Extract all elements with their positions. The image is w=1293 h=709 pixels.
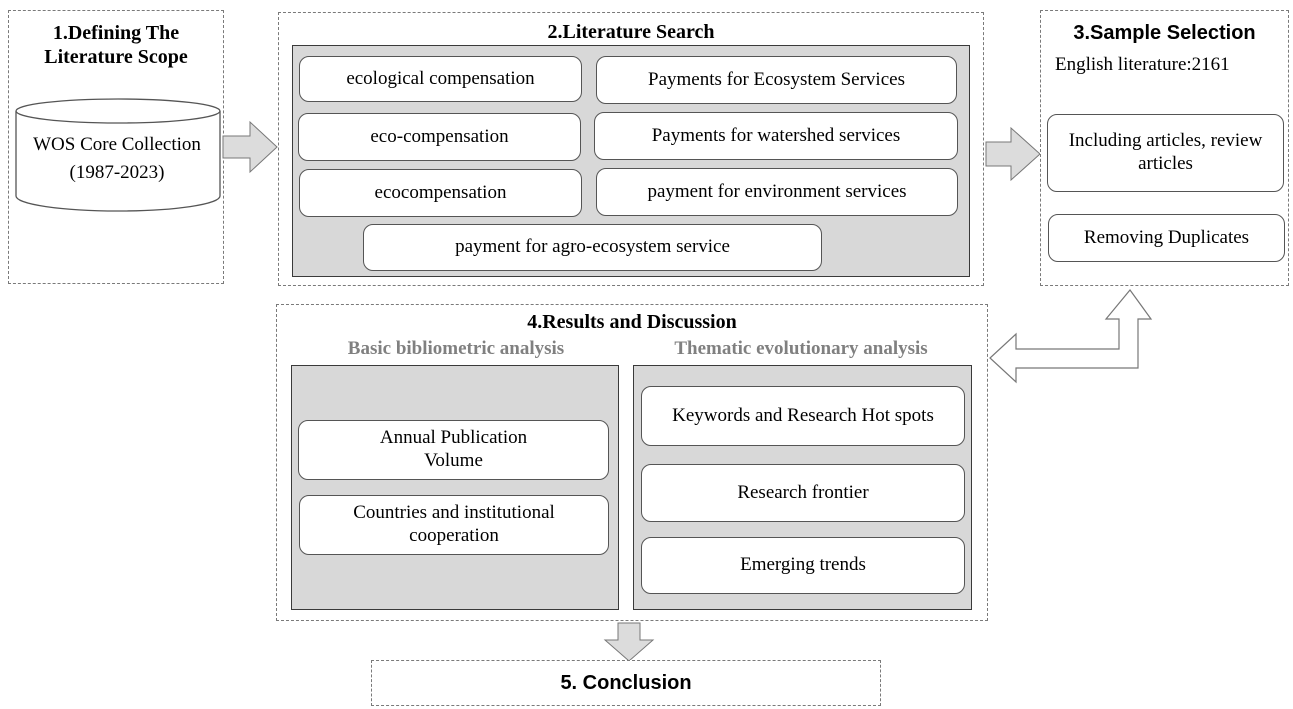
search-term: eco-compensation xyxy=(298,113,581,161)
database-label: WOS Core Collection (1987-2023) xyxy=(33,134,201,183)
english-literature-count: English literature:2161 xyxy=(1055,54,1230,75)
section-4-title: 4.Results and Discussion xyxy=(527,311,737,333)
section-5-title: 5. Conclusion xyxy=(560,671,692,694)
section-1-box: 1.Defining The Literature Scope WOS Core… xyxy=(8,10,224,284)
search-term: Payments for Ecosystem Services xyxy=(596,56,957,104)
selection-step: Removing Duplicates xyxy=(1048,214,1285,262)
arrow-right-icon xyxy=(985,126,1041,182)
thematic-analysis-heading: Thematic evolutionary analysis xyxy=(674,338,928,359)
arrow-right-icon xyxy=(222,120,278,174)
thematic-analysis-item: Keywords and Research Hot spots xyxy=(641,386,965,446)
section-1-title: 1.Defining The Literature Scope xyxy=(44,22,188,68)
database-cylinder-icon xyxy=(15,98,221,212)
elbow-arrow-icon xyxy=(989,289,1153,384)
search-term: ecocompensation xyxy=(299,169,582,217)
thematic-analysis-item: Research frontier xyxy=(641,464,965,522)
section-3-title: 3.Sample Selection xyxy=(1073,22,1256,44)
search-term: payment for agro-ecosystem service xyxy=(363,224,822,271)
search-term: payment for environment services xyxy=(596,168,958,216)
basic-analysis-heading: Basic bibliometric analysis xyxy=(347,338,565,359)
basic-analysis-panel xyxy=(291,365,619,610)
basic-analysis-item: Countries and institutional cooperation xyxy=(299,495,609,555)
selection-step: Including articles, review articles xyxy=(1047,114,1284,192)
basic-analysis-item: Annual Publication Volume xyxy=(298,420,609,480)
section-2-title: 2.Literature Search xyxy=(547,21,715,43)
section-5-box: 5. Conclusion xyxy=(371,660,881,706)
thematic-analysis-item: Emerging trends xyxy=(641,537,965,594)
search-term: ecological compensation xyxy=(299,56,582,102)
arrow-down-icon xyxy=(603,622,655,662)
search-term: Payments for watershed services xyxy=(594,112,958,160)
